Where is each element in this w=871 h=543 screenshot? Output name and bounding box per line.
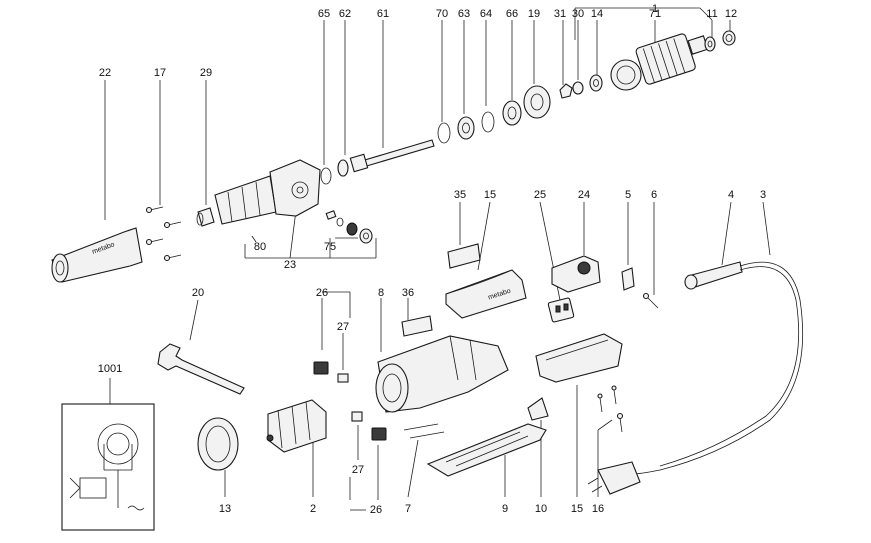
label-part-70: 70 [436,8,448,20]
ring-66 [502,100,522,126]
part-labels: 1 11 12 71 14 30 31 19 66 64 63 70 61 62… [98,3,766,516]
label-part-1001: 1001 [98,363,122,375]
label-part-75: 75 [324,241,336,253]
small-parts-75 [325,210,373,244]
housing-shell-15-upper: metabo [445,269,527,319]
label-part-23: 23 [284,259,296,271]
label-part-31: 31 [554,8,566,20]
brush-holder-26-lower [371,427,387,441]
wiring-diagram-1001 [61,403,155,531]
label-part-7: 7 [405,503,411,515]
label-35 [447,243,481,269]
label-part-63: 63 [458,8,470,20]
fan-part-31 [559,83,573,99]
fan-part-30 [572,81,584,95]
power-plug [587,461,641,495]
label-part-8: 8 [378,287,384,299]
label-part-29: 29 [200,67,212,79]
gear-head-23 [214,159,321,225]
bearing-19 [523,85,551,119]
label-part-61: 61 [377,8,389,20]
nose-cap-22: metabo [51,227,143,283]
power-cable-3 [631,261,804,475]
label-part-66: 66 [506,8,518,20]
label-part-24: 24 [578,189,590,201]
handle-insert-9 [426,423,547,477]
housing-shell-15-lower [535,333,623,383]
label-part-30: 30 [572,8,584,20]
ring-70 [437,122,451,144]
ring-62 [337,159,349,177]
label-part-71: 71 [649,8,661,20]
carbon-brush-27-upper [337,373,349,383]
label-part-5: 5 [625,189,631,201]
washer-14 [589,74,603,92]
label-part-27-lower: 27 [352,464,364,476]
label-part-64: 64 [480,8,492,20]
label-part-12: 12 [725,8,737,20]
label-part-20: 20 [192,287,204,299]
screws-16 [597,385,624,433]
label-part-14: 14 [591,8,603,20]
label-part-65: 65 [318,8,330,20]
armature [610,33,709,91]
label-part-13: 13 [219,503,231,515]
screws-17 [145,206,182,262]
label-36 [401,315,433,337]
label-part-4: 4 [728,189,734,201]
label-part-3: 3 [760,189,766,201]
label-part-22: 22 [99,67,111,79]
label-part-11: 11 [706,8,717,20]
screw-6 [642,292,659,309]
label-part-80: 80 [254,241,266,253]
label-part-36: 36 [402,287,414,299]
label-part-19: 19 [528,8,540,20]
label-part-35: 35 [454,189,466,201]
label-part-15-upper: 15 [484,189,496,201]
label-part-1: 1 [652,3,658,15]
label-part-15-lower: 15 [571,503,583,515]
label-part-26-upper: 26 [316,287,328,299]
field-coil-2 [266,399,327,453]
collet-29 [196,207,215,227]
contact-strip-7 [403,423,445,439]
part-24 [551,255,601,293]
label-part-9: 9 [502,503,508,515]
cable-sleeve-4 [684,261,743,290]
label-part-6: 6 [651,189,657,201]
label-part-17: 17 [154,67,166,79]
pin-80 [251,235,257,243]
fan-guide-13 [197,417,239,471]
label-part-27-upper: 27 [337,321,349,333]
motor-housing-8 [375,335,509,413]
bearing-11 [704,36,716,52]
bearing-63 [457,116,475,140]
ring-64 [481,111,495,133]
label-part-16: 16 [592,503,604,515]
label-part-10: 10 [535,503,547,515]
part-5 [621,267,635,291]
wrench-20 [157,343,245,395]
label-part-62: 62 [339,8,351,20]
label-part-26-lower: 26 [370,504,382,516]
brush-holder-26-upper [313,361,329,375]
ring-65 [320,167,332,185]
shaft-61 [349,139,435,173]
bearing-12 [722,30,736,46]
carbon-brush-27-lower [351,411,363,422]
switch-25 [547,297,575,323]
clip-10 [527,397,549,421]
label-part-2: 2 [310,503,316,515]
label-part-25: 25 [534,189,546,201]
